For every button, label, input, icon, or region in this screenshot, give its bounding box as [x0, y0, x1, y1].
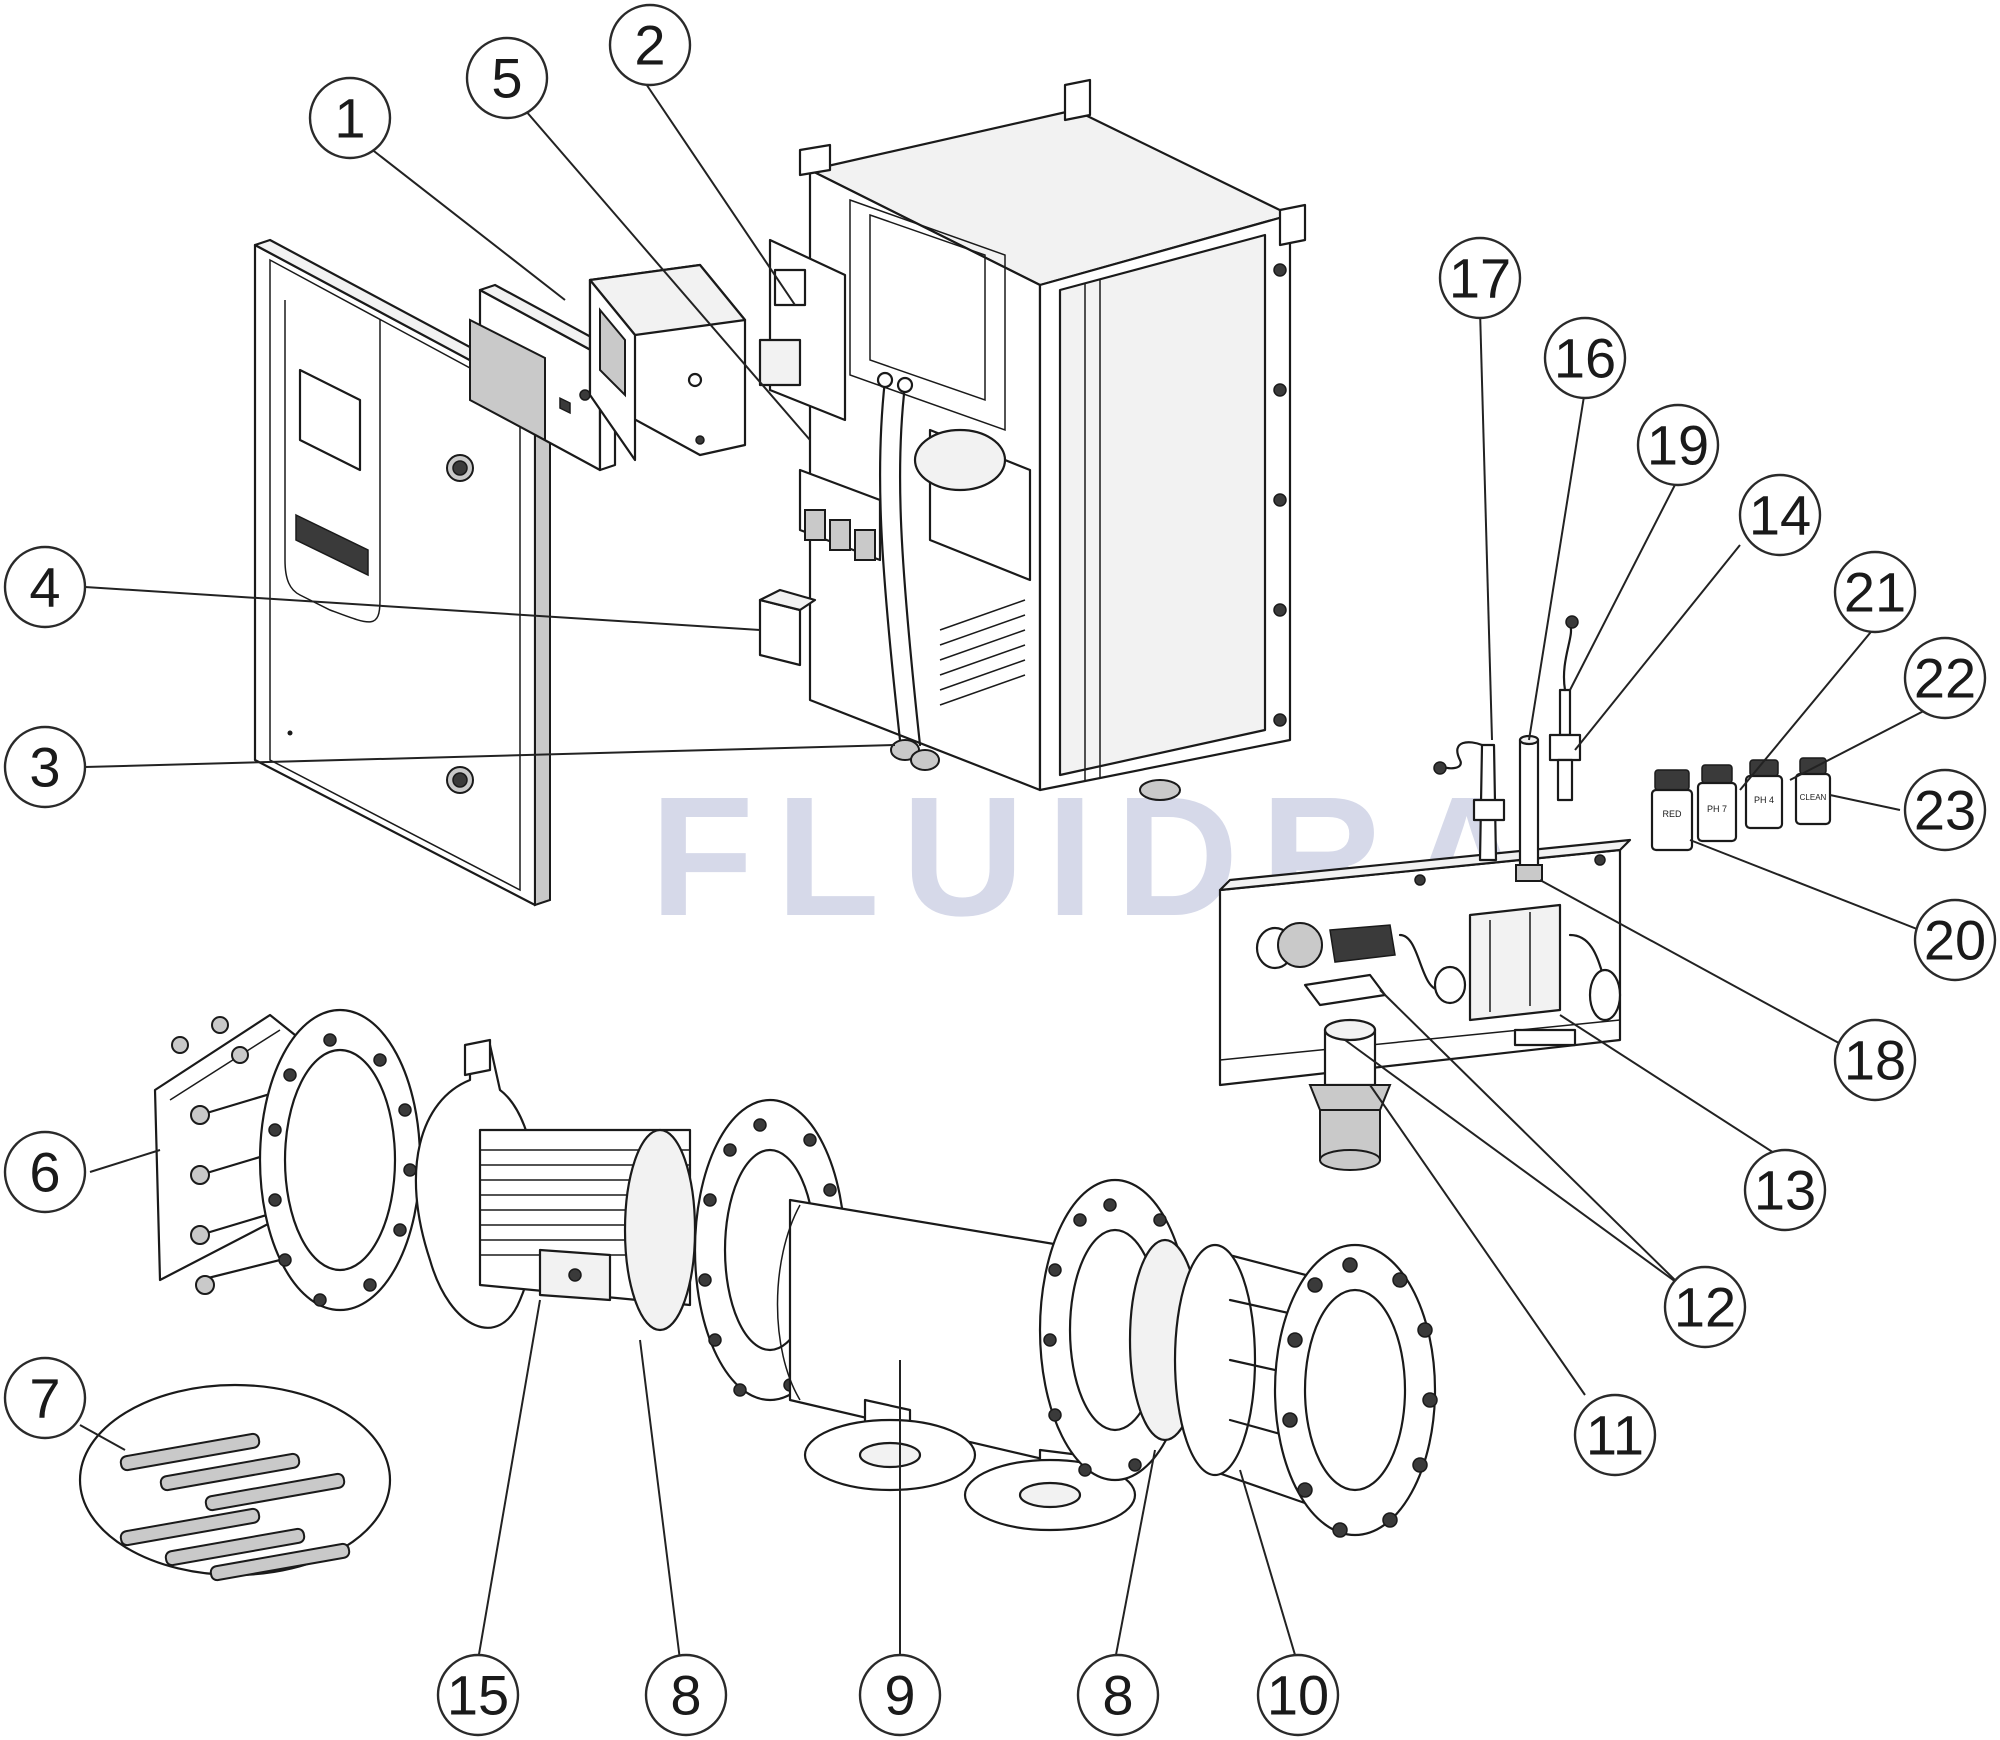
- callout-16-label: 16: [1554, 327, 1616, 390]
- callout-11: 11: [1573, 1393, 1657, 1477]
- callout-14-label: 14: [1749, 484, 1811, 547]
- bolts-kit: [78, 1383, 392, 1582]
- callout-20: 20: [1913, 898, 1997, 982]
- callout-20-label: 20: [1924, 909, 1986, 972]
- callout-4-label: 4: [29, 556, 60, 619]
- buffer-bottles: RED PH 7 PH 4 CLEAN: [1650, 757, 1832, 852]
- tube-body: [776, 1198, 1137, 1532]
- callout-19-label: 19: [1647, 414, 1709, 477]
- bottle-label-20: RED: [1662, 809, 1682, 819]
- callout-15: 15: [436, 1653, 520, 1737]
- callout-3-label: 3: [29, 736, 60, 799]
- callout-15-label: 15: [447, 1664, 509, 1727]
- bottle-label-22: PH 4: [1754, 795, 1774, 805]
- callout-10-label: 10: [1267, 1664, 1329, 1727]
- callout-10: 10: [1256, 1653, 1340, 1737]
- callout-21-label: 21: [1844, 561, 1906, 624]
- callout-14: 14: [1738, 473, 1822, 557]
- callout-3: 3: [3, 725, 87, 809]
- callout-13: 13: [1743, 1148, 1827, 1232]
- callout-13-label: 13: [1754, 1159, 1816, 1222]
- callout-5-label: 5: [491, 47, 522, 110]
- callout-12: 12: [1663, 1265, 1747, 1349]
- callout-17-label: 17: [1449, 247, 1511, 310]
- callout-21: 21: [1833, 550, 1917, 634]
- callout-7: 7: [3, 1356, 87, 1440]
- bottle-20: RED: [1650, 769, 1694, 852]
- callout-11-label: 11: [1586, 1404, 1644, 1467]
- callout-18: 18: [1833, 1018, 1917, 1102]
- bottle-22: PH 4: [1744, 759, 1784, 830]
- callout-22-label: 22: [1914, 647, 1976, 710]
- sensor-panel: [1218, 615, 1632, 1171]
- cabinet-housing: [758, 78, 1307, 801]
- lcd-frame: [469, 283, 617, 472]
- callout-18-label: 18: [1844, 1029, 1906, 1092]
- callout-2-label: 2: [634, 14, 665, 77]
- callout-7-label: 7: [29, 1367, 60, 1430]
- callout-6: 6: [3, 1130, 87, 1214]
- callout-4: 4: [3, 545, 87, 629]
- front-door-panel: [253, 238, 552, 907]
- bottle-21: PH 7: [1696, 764, 1738, 843]
- left-flange: [258, 1008, 422, 1312]
- bottle-23: CLEAN: [1794, 757, 1832, 826]
- callout-6-label: 6: [29, 1141, 60, 1204]
- leader-lines: [79, 74, 1946, 1666]
- callout-1: 1: [308, 76, 392, 160]
- callout-22: 22: [1903, 636, 1987, 720]
- callout-5: 5: [465, 36, 549, 120]
- callout-8-right: 8: [1076, 1653, 1160, 1737]
- callout-17: 17: [1438, 236, 1522, 320]
- callout-23: 23: [1903, 768, 1987, 852]
- callout-23-label: 23: [1914, 779, 1976, 842]
- callout-9-label: 9: [884, 1664, 915, 1727]
- callout-8-left-label: 8: [670, 1664, 701, 1727]
- callout-16: 16: [1543, 316, 1627, 400]
- callout-1-label: 1: [334, 87, 365, 150]
- callout-9: 9: [858, 1653, 942, 1737]
- callout-12-label: 12: [1674, 1276, 1736, 1339]
- end-cap: [1173, 1243, 1438, 1538]
- bottle-label-21: PH 7: [1707, 804, 1727, 814]
- callout-8-right-label: 8: [1102, 1664, 1133, 1727]
- callout-19: 19: [1636, 403, 1720, 487]
- callout-2: 2: [608, 3, 692, 87]
- callout-8-left: 8: [644, 1653, 728, 1737]
- bottle-label-23: CLEAN: [1800, 793, 1827, 802]
